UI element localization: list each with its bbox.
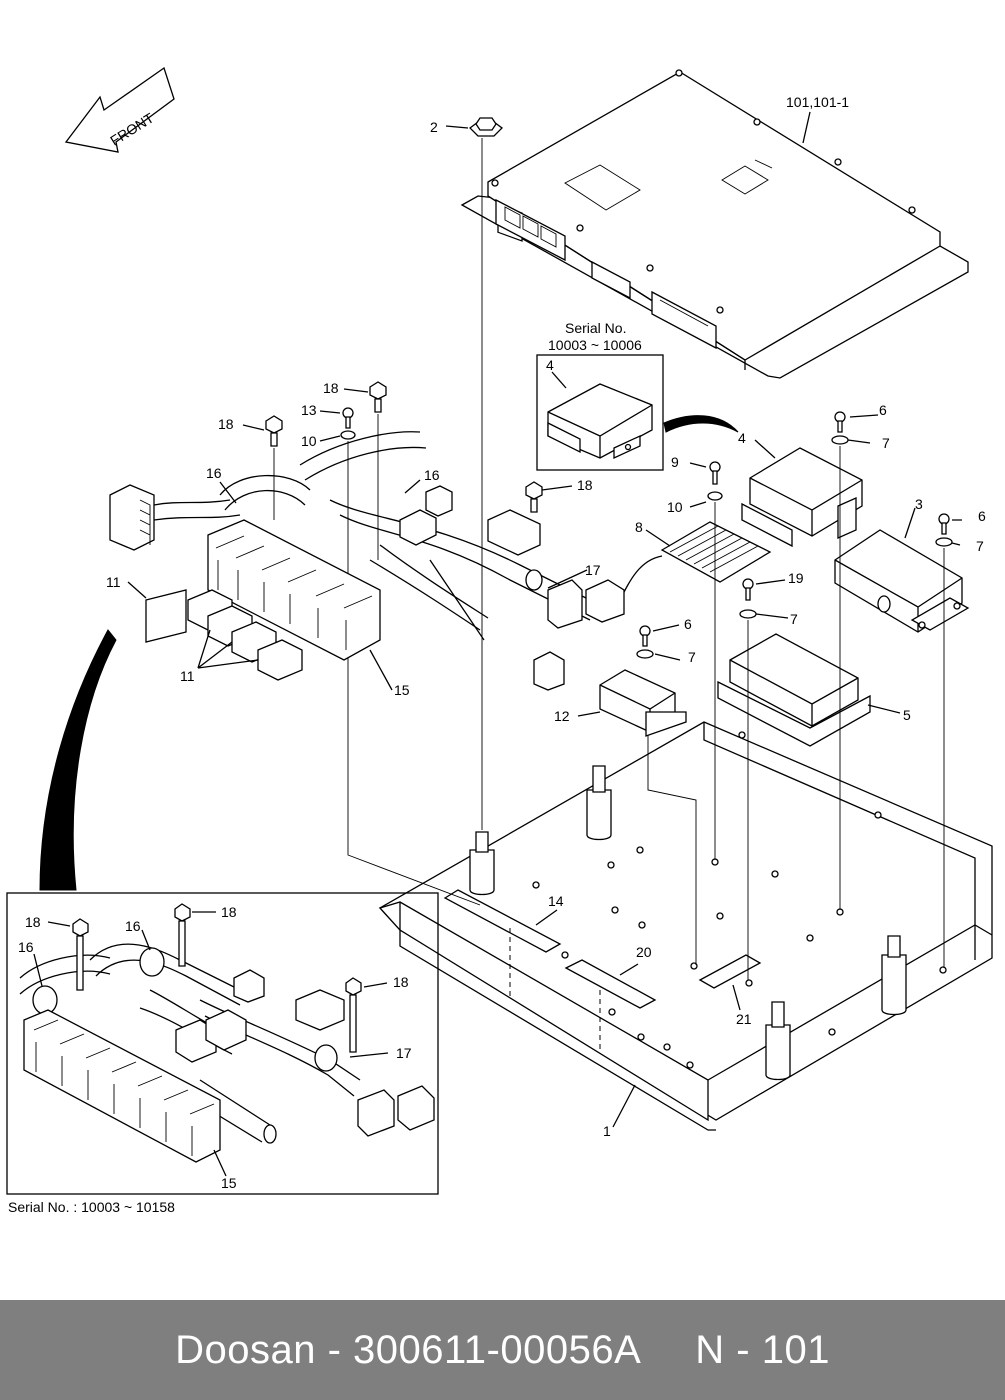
relay-12 [599,669,697,965]
callout-15-a: 15 [394,682,410,698]
callout-labels: 101,101-1 2 Serial No. 10003 ~ 10006 4 1… [8,94,986,1215]
strip-21 [698,954,762,989]
callout-11-b: 11 [180,668,195,684]
callout-10-b: 10 [667,499,683,515]
parts-diagram: FRONT [6,66,993,1215]
footer-separator: - [327,1327,342,1372]
callout-21: 21 [736,1011,752,1027]
callout-18-e: 18 [221,904,237,920]
callout-2: 2 [430,119,438,135]
callout-13: 13 [301,402,317,418]
footer-brand: Doosan [175,1327,316,1372]
callout-17-b: 17 [396,1045,412,1061]
callout-7-a: 7 [882,435,890,451]
fasteners [265,381,953,980]
serial-top-inset [536,354,664,471]
callout-11-a: 11 [106,574,121,590]
callout-7-b: 7 [976,538,984,554]
callout-9: 9 [671,454,679,470]
callout-7-d: 7 [688,649,696,665]
callout-20: 20 [636,944,652,960]
callout-6-b: 6 [978,508,986,524]
callout-3: 3 [915,496,923,512]
callout-swoosh-top [663,415,739,433]
module-4 [741,447,863,548]
callout-16-b: 16 [424,467,440,483]
footer-part-number: 300611-00056A [353,1327,642,1372]
serial-top-title: Serial No. [565,320,626,336]
leader-lines [127,388,962,1128]
callout-19: 19 [788,570,804,586]
callout-6-a: 6 [879,402,887,418]
callout-18-b: 18 [218,416,234,432]
front-arrow-icon: FRONT [64,66,175,153]
footer-page-ref: N - 101 [695,1327,830,1372]
callout-12: 12 [554,708,570,724]
callout-1: 1 [603,1123,611,1139]
bolt-2 [445,117,503,830]
callout-4: 4 [738,430,746,446]
callout-14: 14 [548,893,564,909]
footer-bar: Doosan - 300611-00056A N - 101 [0,1300,1005,1400]
callout-17-a: 17 [585,562,601,578]
callout-15-b: 15 [221,1175,237,1191]
callout-18-a: 18 [323,380,339,396]
module-5 [717,633,871,747]
serial-bottom: Serial No. : 10003 ~ 10158 [8,1199,175,1215]
mounting-plate [378,721,993,1131]
callout-10-a: 10 [301,433,317,449]
callout-16-c: 16 [125,918,141,934]
module-3 [834,529,970,633]
callout-18-c: 18 [577,477,593,493]
controller-unit [460,69,969,379]
callout-16-a: 16 [206,465,222,481]
serial-top-range: 10003 ~ 10006 [548,337,642,353]
callout-18-f: 18 [393,974,409,990]
callout-101: 101,101-1 [786,94,849,110]
strip-14 [443,889,562,1000]
callout-6-c: 6 [684,616,692,632]
callout-4-inset: 4 [546,357,554,373]
bottom-inset [6,892,439,1195]
callout-16-d: 16 [18,939,34,955]
callout-swoosh-bottom [39,629,117,891]
callout-8: 8 [635,519,643,535]
callout-7-c: 7 [790,611,798,627]
strip-20 [564,959,657,1050]
callout-5: 5 [903,707,911,723]
callout-18-d: 18 [25,914,41,930]
wire-harness [109,431,625,691]
